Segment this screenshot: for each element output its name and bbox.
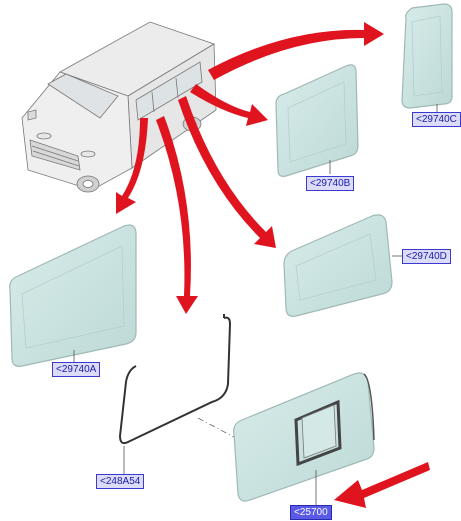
callout-25700[interactable]: <25700 bbox=[290, 505, 332, 520]
van-illustration-icon bbox=[21, 21, 217, 193]
pointer-arrow-icon bbox=[116, 22, 430, 508]
callout-29740a[interactable]: <29740A bbox=[52, 362, 101, 377]
window-glass-29740c bbox=[401, 3, 453, 114]
callout-29740c[interactable]: <29740C bbox=[412, 112, 461, 127]
seal-gasket-icon bbox=[118, 314, 232, 474]
callout-248a54[interactable]: <248A54 bbox=[96, 474, 145, 489]
window-glass-25700 bbox=[233, 372, 375, 506]
window-glass-29740a bbox=[9, 224, 137, 367]
callout-29740b[interactable]: <29740B bbox=[306, 176, 355, 191]
window-glass-29740b bbox=[275, 64, 359, 177]
callout-29740d[interactable]: <29740D bbox=[402, 249, 451, 264]
window-glass-29740d bbox=[283, 214, 404, 317]
